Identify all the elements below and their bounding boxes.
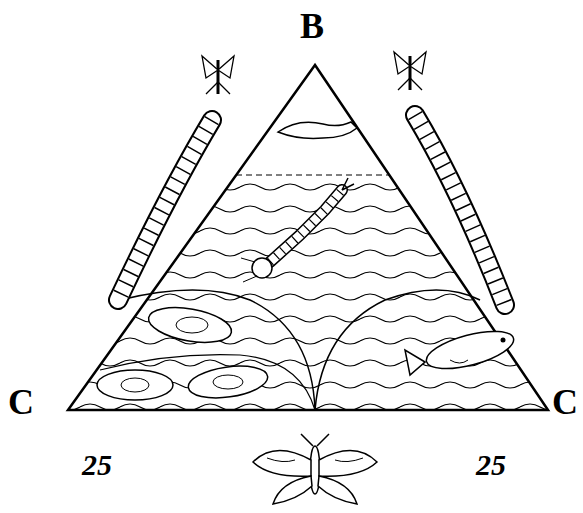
algae-cells: [97, 302, 270, 402]
pupa: [278, 122, 357, 138]
moth: [202, 56, 234, 94]
number-label: 25: [82, 450, 112, 480]
fish-eye: [501, 338, 506, 343]
mosquito-larva: [241, 178, 354, 282]
water-surface: [236, 174, 389, 175]
vertex-label: C: [552, 384, 578, 420]
fish-fin: [450, 360, 468, 363]
caterpillar: [415, 115, 505, 305]
cell: [97, 370, 173, 400]
caterpillar: [118, 120, 212, 300]
cell: [186, 362, 269, 403]
fish-body: [423, 324, 518, 376]
triangle-outline: [68, 65, 548, 410]
vertex-label: B: [300, 8, 324, 44]
fish-tail: [405, 350, 425, 375]
moth: [253, 434, 377, 504]
number-label: 25: [476, 450, 506, 480]
fish: [405, 324, 517, 376]
cell-nucleus: [121, 378, 149, 392]
cell-nucleus: [176, 317, 208, 333]
cell: [146, 302, 234, 348]
moth: [394, 52, 426, 90]
water-waves: [68, 175, 548, 410]
cell-nucleus: [213, 375, 243, 389]
vertex-label: C: [8, 384, 34, 420]
